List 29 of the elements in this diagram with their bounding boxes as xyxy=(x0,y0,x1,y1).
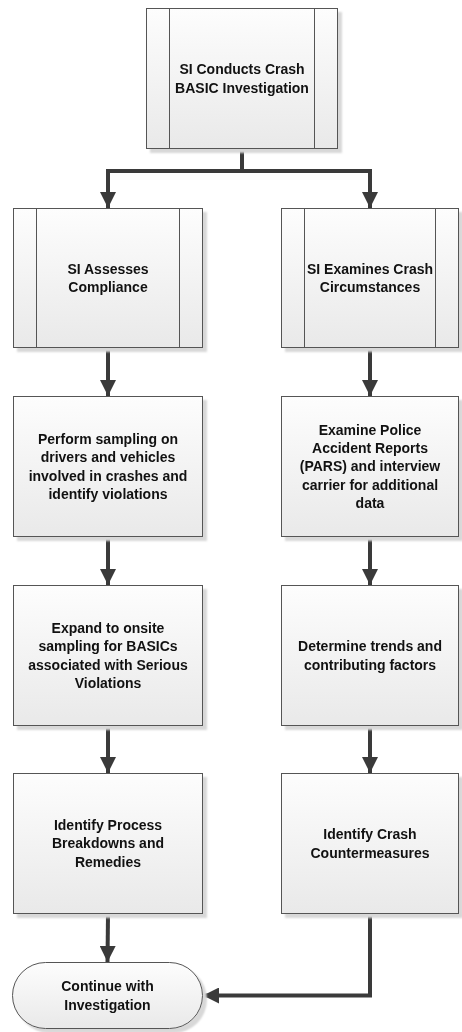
subprocess-box xyxy=(281,208,459,348)
arrow xyxy=(203,914,372,1004)
node-label: Continue with Investigation xyxy=(60,977,155,1014)
arrow xyxy=(240,149,378,208)
node-label: Perform sampling on drivers and vehicles involved in crashes and identify violations xyxy=(27,430,189,503)
node-label: SI Assesses Compliance xyxy=(66,259,150,297)
arrow xyxy=(362,726,378,773)
arrow xyxy=(99,913,116,963)
arrow xyxy=(362,348,378,396)
process-box xyxy=(13,396,203,537)
arrow xyxy=(362,537,378,585)
process-box xyxy=(281,396,459,537)
subprocess-box xyxy=(146,8,338,149)
node-label: Determine trends and contributing factors xyxy=(297,637,443,674)
subprocess-box xyxy=(13,208,203,348)
process-box xyxy=(281,773,459,914)
arrow xyxy=(100,537,116,585)
arrow xyxy=(100,726,116,773)
node-label: SI Conducts Crash BASIC Investigation xyxy=(174,60,310,97)
process-box xyxy=(281,585,459,726)
node-label: Examine Police Accident Reports (PARS) and interview carrier for additional data xyxy=(298,421,442,512)
node-label: SI Examines Crash Circumstances xyxy=(305,259,435,297)
node-label: Identify Process Breakdowns and Remedies xyxy=(51,816,165,871)
process-box xyxy=(13,773,203,914)
arrow xyxy=(100,348,116,396)
node-label: Identify Crash Countermeasures xyxy=(309,825,431,862)
node-label: Expand to onsite sampling for BASICs associated with Serious Violations xyxy=(27,619,189,692)
terminator-shape xyxy=(12,962,203,1029)
process-box xyxy=(13,585,203,726)
